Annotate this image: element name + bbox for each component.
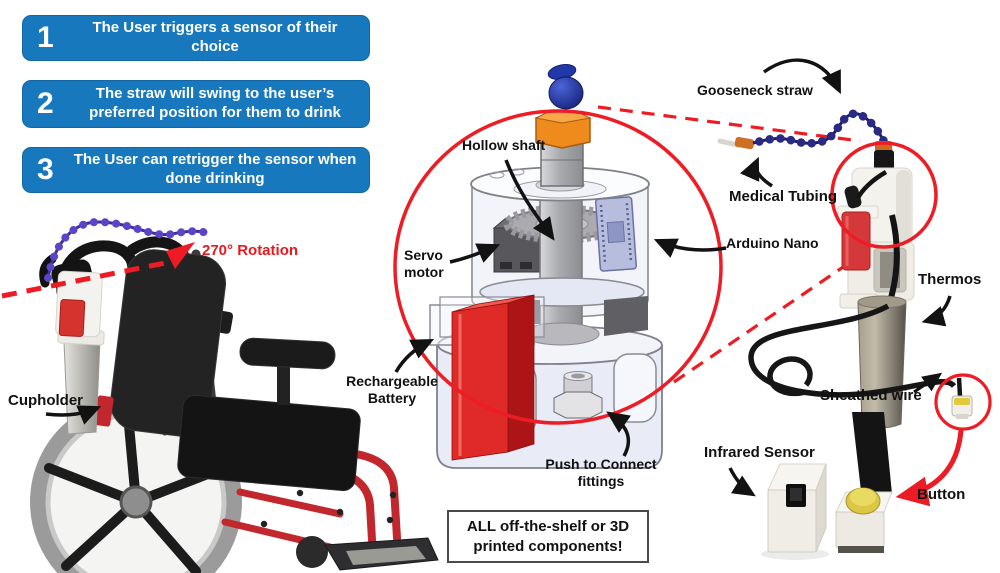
thermos-label: Thermos bbox=[918, 271, 982, 288]
servo-motor-arrow bbox=[449, 243, 501, 264]
thermos-on-chair bbox=[63, 339, 101, 435]
step-1-text: The User triggers a sensor of their choi… bbox=[92, 19, 338, 55]
infrared-sensor-arrow bbox=[728, 467, 756, 497]
cad-hollow-shaft bbox=[522, 177, 600, 346]
wheelchair-photo bbox=[1, 217, 439, 573]
button-photo bbox=[835, 487, 893, 553]
cad-ball-joint bbox=[547, 64, 584, 110]
step-3-number: 3 bbox=[37, 153, 54, 186]
battery-on-chair bbox=[58, 299, 86, 337]
push-to-connect-label: Push to Connect fittings bbox=[545, 456, 657, 489]
thermos-photo bbox=[857, 295, 907, 429]
rechargeable-battery-label: Rechargeable Battery bbox=[346, 373, 438, 406]
sheathed-wire-label: Sheathed wire bbox=[820, 387, 922, 404]
arduino-nano-label: Arduino Nano bbox=[726, 235, 819, 251]
seat-cushion bbox=[177, 394, 361, 492]
step-3-box: 3 The User can retrigger the sensor when… bbox=[22, 147, 370, 193]
step-1-number: 1 bbox=[37, 21, 54, 54]
cad-push-fitting bbox=[553, 371, 603, 419]
step-2-box: 2 The straw will swing to the user’s pre… bbox=[22, 80, 370, 128]
rotation-arrow bbox=[1, 242, 195, 299]
mounting-strap bbox=[852, 412, 892, 500]
cad-arduino-board bbox=[594, 196, 638, 272]
sheathed-wire-arrow bbox=[913, 372, 943, 394]
arduino-nano-arrow bbox=[653, 238, 727, 258]
cad-assembly bbox=[393, 64, 727, 469]
step-2-number: 2 bbox=[37, 87, 54, 120]
wheelchair-mounted-device bbox=[39, 217, 211, 435]
medical-tubing-arrow bbox=[740, 156, 773, 188]
detail-link-top bbox=[597, 105, 861, 143]
servo-motor-label: Servo motor bbox=[404, 247, 444, 280]
fittings-arrow bbox=[606, 411, 631, 457]
rotation-label: 270° Rotation bbox=[202, 242, 299, 259]
wire-connector bbox=[951, 395, 973, 419]
battery-arrow bbox=[394, 338, 435, 373]
hollow-shaft-arrow bbox=[504, 159, 555, 241]
detail-circle-small bbox=[830, 141, 938, 249]
components-note: ALL off-the-shelf or 3D printed componen… bbox=[447, 510, 649, 563]
cad-orange-nut bbox=[534, 111, 592, 149]
cupholder-arrow bbox=[45, 405, 102, 425]
step-2-text: The straw will swing to the user’s prefe… bbox=[89, 85, 341, 121]
armrest bbox=[239, 337, 336, 405]
button-arrow bbox=[895, 429, 964, 507]
hollow-shaft-label: Hollow shaft bbox=[462, 137, 546, 153]
detail-circle-large bbox=[393, 109, 723, 425]
gooseneck-straw-photo bbox=[717, 109, 893, 155]
detail-link-bottom bbox=[673, 259, 853, 384]
infrared-sensor-photo bbox=[761, 463, 829, 560]
gooseneck-straw-label: Gooseneck straw bbox=[697, 82, 813, 98]
printed-housing-photo bbox=[837, 141, 915, 309]
step-1-box: 1 The User triggers a sensor of their ch… bbox=[22, 15, 370, 61]
cad-battery bbox=[451, 294, 535, 461]
thermos-arrow bbox=[921, 295, 952, 327]
battery-photo bbox=[841, 211, 871, 271]
gooseneck-straw-arrow bbox=[762, 58, 841, 95]
footrest bbox=[296, 536, 439, 571]
device-photo bbox=[717, 58, 992, 560]
connector-circle bbox=[934, 373, 992, 431]
button-label: Button bbox=[917, 486, 966, 503]
infrared-sensor-label: Infrared Sensor bbox=[704, 444, 815, 461]
medical-tubing-label: Medical Tubing bbox=[729, 188, 838, 205]
cupholder-label: Cupholder bbox=[8, 392, 83, 409]
sheathed-wire-photo bbox=[748, 303, 963, 398]
step-3-text: The User can retrigger the sensor when d… bbox=[73, 151, 357, 187]
